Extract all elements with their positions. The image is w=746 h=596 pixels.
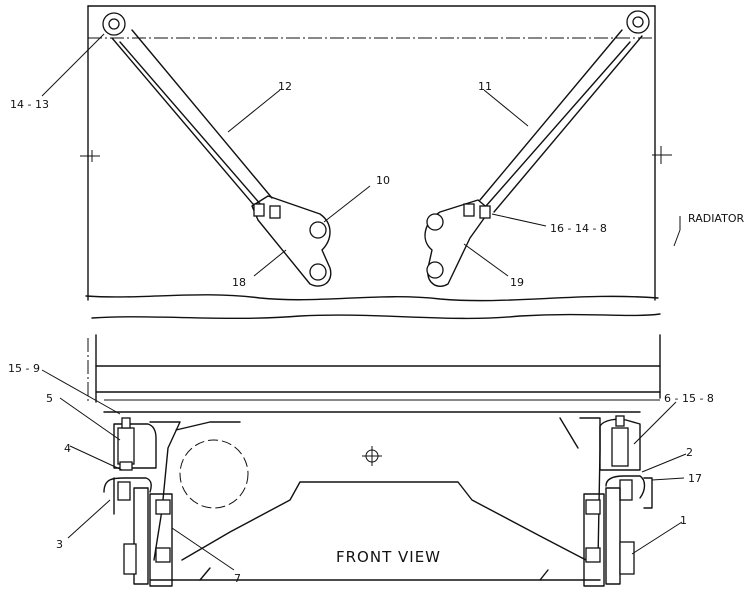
bracket-18	[251, 195, 332, 287]
callout-5: 5	[46, 392, 53, 405]
callout-7: 7	[234, 572, 241, 585]
strut-arm-12	[102, 12, 273, 211]
callout-17: 17	[688, 472, 702, 485]
radiator-label: RADIATOR	[688, 212, 744, 225]
left-mount-assembly	[103, 417, 173, 587]
view-title: FRONT VIEW	[336, 548, 441, 566]
callout-16-14-8: 16 - 14 - 8	[550, 222, 607, 235]
callout-3: 3	[56, 538, 63, 551]
callout-11: 11	[478, 80, 492, 93]
bracket-19	[424, 199, 491, 287]
right-mount-assembly	[583, 415, 653, 587]
callout-12: 12	[278, 80, 292, 93]
callout-19: 19	[510, 276, 524, 289]
callout-18: 18	[232, 276, 246, 289]
callout-2: 2	[686, 446, 693, 459]
frame-crossmember	[149, 417, 601, 581]
callout-1: 1	[680, 514, 687, 527]
callout-14-13: 14 - 13	[10, 98, 49, 111]
radiator-outline	[80, 5, 672, 413]
callout-6-15-8: 6 - 15 - 8	[664, 392, 714, 405]
callout-10: 10	[376, 174, 390, 187]
callout-15-9: 15 - 9	[8, 362, 40, 375]
leader-lines	[41, 33, 687, 571]
strut-arm-11	[479, 10, 650, 213]
callout-4: 4	[64, 442, 71, 455]
